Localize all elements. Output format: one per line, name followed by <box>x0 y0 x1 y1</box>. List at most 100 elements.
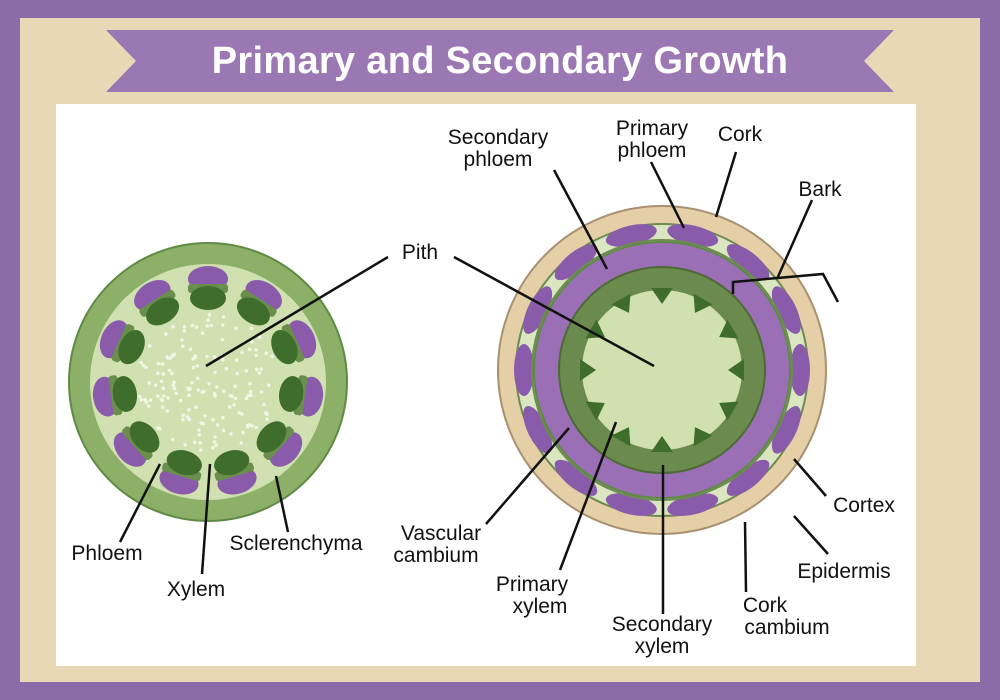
pith-leader-left <box>205 255 389 368</box>
labels: Pith Phloem Xylem Sclerenchyma Secondary… <box>71 117 895 658</box>
pith-cell-dot <box>161 386 166 391</box>
primary-xylem-tooth <box>585 401 605 421</box>
pith-cell-dot <box>221 357 225 362</box>
xylem-cluster <box>146 297 180 326</box>
pith-cell-dot <box>221 415 225 420</box>
pith-cell-dot <box>212 392 217 396</box>
xylem-cluster <box>129 421 160 453</box>
secondary-phloem-label-line-1: Secondary <box>448 126 549 149</box>
cork-cambium-label-line-2: cambium <box>744 616 829 639</box>
pith-cell-dot <box>207 382 211 386</box>
primary-phloem-leader <box>649 161 686 229</box>
xylem-tooth-shape <box>611 293 631 313</box>
pith-cell-dot <box>197 428 201 432</box>
xylem-cluster <box>112 376 138 412</box>
pith-cell-dot <box>144 400 148 404</box>
pith-cell-dot <box>250 340 254 344</box>
pith-cell-dot <box>246 393 251 398</box>
pith-cell-dot <box>215 385 219 389</box>
pith-cell-dot <box>240 412 244 416</box>
pith-cell-dot <box>170 437 175 442</box>
pith-cell-dot <box>205 324 209 328</box>
primary-xylem-tooth <box>580 359 596 381</box>
secondary-phloem-label-line-2: phloem <box>464 148 533 171</box>
pith-cell-dot <box>257 335 262 340</box>
pith-cell-dot <box>194 325 199 329</box>
pith-cell-dot <box>167 368 172 373</box>
pith-cell-dot <box>181 417 185 422</box>
pith-cell-dot <box>254 425 259 430</box>
pith-cell-dot <box>254 348 258 352</box>
pith-cell-dot <box>199 421 203 425</box>
pith-cell-dot <box>213 435 217 439</box>
vascular-bundle <box>92 375 138 417</box>
pith-cell-dot <box>188 347 193 352</box>
pith-cell-dot <box>227 405 232 409</box>
pith-cell-dot <box>199 448 203 452</box>
pith-cell-dot <box>232 403 236 407</box>
pith-cell-dot <box>187 408 191 412</box>
primary-phloem-patch <box>726 244 770 281</box>
cork-cambium-leader <box>743 521 748 593</box>
vascular-bundle <box>188 266 228 310</box>
xylem-cluster <box>271 329 298 365</box>
phloem-patch-shape <box>523 406 553 454</box>
pith-cell-dot <box>156 361 161 366</box>
pith-cell-dot <box>224 366 229 371</box>
xylem-cluster <box>190 286 226 310</box>
vascular-cambium-leader <box>485 427 570 525</box>
pith-texture <box>138 312 274 452</box>
xylem-cluster <box>166 450 202 476</box>
pith-cell-dot <box>182 324 187 329</box>
pith-cell-dot <box>254 367 259 372</box>
pith-cell-dot <box>265 417 269 421</box>
pith-cell-dot <box>138 394 142 399</box>
pith-cell-dot <box>146 404 151 408</box>
pith-cell-dot <box>156 394 160 398</box>
primary-xylem-tooth <box>611 293 631 313</box>
xylem-tooth-shape <box>580 359 596 381</box>
secondary-phloem-leader <box>552 169 609 270</box>
pith-cell-dot <box>239 441 244 445</box>
pith-cell-dot <box>148 398 153 402</box>
pith-cell-dot <box>160 405 165 410</box>
sclerenchyma-leader <box>274 475 290 533</box>
pith-cell-dot <box>161 372 166 376</box>
cork-cambium-label-line-1: Cork <box>743 594 788 617</box>
vascular-cambium-label-line-1: Vascular <box>401 522 481 545</box>
pith-cell-dot <box>139 398 144 402</box>
pith-cell-dot <box>187 387 191 392</box>
pith-cell-dot <box>210 418 215 422</box>
xylem-tooth-shape <box>693 427 713 447</box>
vascular-bundle <box>214 450 257 495</box>
pith-cell-dot <box>240 350 244 355</box>
pith-cell-dot <box>248 382 252 386</box>
pith-cell-dot <box>159 379 164 384</box>
primary-phloem-patch <box>771 286 801 334</box>
phloem-patch-shape <box>514 344 534 396</box>
pith-cell-dot <box>157 426 162 431</box>
xylem-cluster <box>214 450 250 476</box>
pith-cell-dot <box>196 388 201 392</box>
title-banner: Primary and Secondary Growth <box>106 30 894 92</box>
pith-cell-dot <box>254 353 259 358</box>
cork-label: Cork <box>718 123 763 146</box>
primary-xylem-tooth <box>651 288 673 304</box>
primary-xylem-tooth <box>728 359 744 381</box>
leader-lines <box>118 151 840 614</box>
primary-phloem-patch <box>514 344 534 396</box>
vascular-bundle <box>113 421 160 467</box>
pith-cell-dot <box>200 390 205 395</box>
pith-cell-dot <box>195 364 200 368</box>
pith-cell-dot <box>170 371 174 376</box>
pith-cell-dot <box>198 441 202 445</box>
vascular-bundle <box>256 421 303 467</box>
pith-cell-dot <box>171 383 175 388</box>
phloem-patch-shape <box>554 244 598 281</box>
pith-cell-dot <box>171 325 175 329</box>
pith-cell-dot <box>166 396 170 400</box>
pith-cell-dot <box>267 383 271 388</box>
primary-phloem-label-line-1: Primary <box>616 117 689 140</box>
diagram-panel: Pith Phloem Xylem Sclerenchyma Secondary… <box>56 104 916 666</box>
primary-phloem-label-line-2: phloem <box>618 139 687 162</box>
